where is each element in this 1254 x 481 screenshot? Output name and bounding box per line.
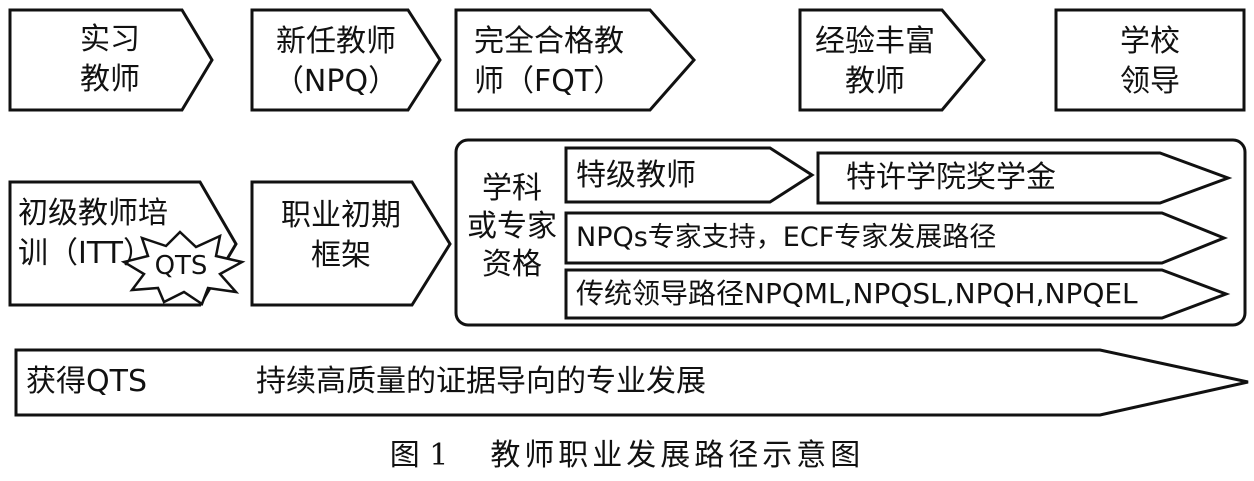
- stage-experienced-label: 经验丰富 教师: [800, 22, 950, 102]
- qualification-group-label: 学科 或专家 资格: [462, 170, 562, 284]
- leadership-paths-label: 传统领导路径NPQML,NPQSL,NPQH,NPQEL: [576, 277, 1138, 310]
- stage-arrow-fully-qualified: [454, 8, 696, 112]
- figure-title: 教师职业发展路径示意图: [490, 438, 865, 473]
- stage-leadership-line-2: 领导: [1120, 64, 1180, 99]
- ecf-arrow: [250, 180, 452, 307]
- stage-intern-line-2: 教师: [80, 62, 140, 97]
- stage-leadership-line-1: 学校: [1120, 24, 1180, 59]
- itt-line-1: 初级教师培: [18, 196, 168, 231]
- chartered-college-arrow: [816, 151, 1233, 205]
- qualification-group-line-1: 学科: [482, 171, 542, 206]
- leadership-paths-arrow: [564, 268, 1231, 320]
- stage-experienced-line-1: 经验丰富: [815, 24, 935, 59]
- qualification-group-line-2: 或专家: [467, 209, 557, 244]
- itt-label: 初级教师培 训（ITT）: [18, 194, 168, 274]
- ecf-label: 职业初期 框架: [256, 196, 426, 276]
- obtain-qts-label: 获得QTS: [26, 364, 147, 399]
- stage-intern-label: 实习 教师: [30, 20, 190, 100]
- cpd-long-arrow: [14, 348, 1249, 417]
- stage-new-teacher-label: 新任教师 （NPQ）: [256, 22, 416, 102]
- stage-fully-qualified-label: 完全合格教 师（FQT）: [474, 22, 624, 102]
- stage-arrow-new-teacher: [250, 8, 442, 112]
- npq-specialist-label: NPQs专家支持，ECF专家发展路径: [576, 222, 997, 253]
- figure-caption: 图 1 教师职业发展路径示意图: [0, 436, 1254, 476]
- itt-line-2: 训（ITT）: [18, 236, 153, 271]
- chartered-college-label: 特许学院奖学金: [846, 160, 1056, 195]
- stage-fully-qualified-line-2: 师（FQT）: [474, 64, 624, 99]
- stage-new-teacher-line-2: （NPQ）: [273, 64, 399, 99]
- stage-arrow-intern: [8, 8, 214, 112]
- npq-specialist-arrow: [564, 211, 1229, 265]
- special-teacher-arrow: [564, 146, 815, 204]
- qualification-group-line-3: 资格: [482, 247, 542, 282]
- stage-new-teacher-line-1: 新任教师: [276, 24, 396, 59]
- cpd-label: 持续高质量的证据导向的专业发展: [256, 364, 706, 399]
- ecf-line-1: 职业初期: [281, 198, 401, 233]
- special-teacher-label: 特级教师: [576, 158, 696, 193]
- ecf-line-2: 框架: [311, 238, 371, 273]
- qts-burst-label: QTS: [154, 251, 208, 281]
- stage-leadership-label: 学校 领导: [1056, 22, 1244, 102]
- stage-arrow-experienced: [798, 8, 986, 112]
- figure-number: 图 1: [389, 438, 449, 473]
- qts-burst-shape: [120, 230, 246, 306]
- stage-experienced-line-2: 教师: [845, 64, 905, 99]
- stage-fully-qualified-line-1: 完全合格教: [474, 24, 624, 59]
- stage-intern-line-1: 实习: [80, 22, 140, 57]
- stage-box-leadership: [1054, 8, 1246, 112]
